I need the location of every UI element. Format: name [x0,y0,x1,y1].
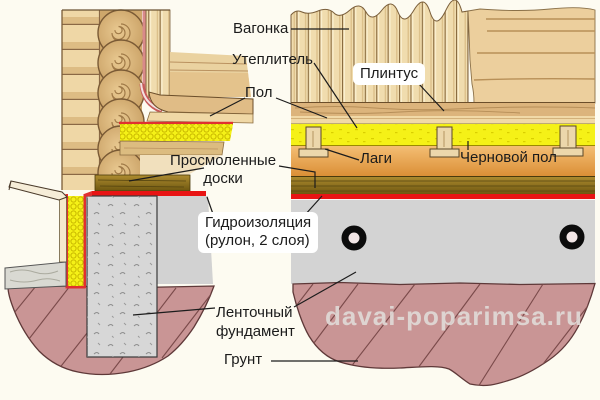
tarred-boards-right [291,176,595,194]
label-lentochny-fundament: Ленточный фундамент [216,303,295,341]
vent-hole-right [559,224,585,250]
floor-board-left [146,111,254,124]
floor-board-right [291,116,595,124]
interior-paneling-left [145,9,171,99]
plinth-left [148,91,254,115]
vent-hole-left [341,225,367,251]
vapor-barrier-strip [142,10,146,94]
label-lagi: Лаги [360,150,393,167]
outer-board [59,195,67,263]
outer-siding [62,10,99,190]
soil-right [292,281,596,387]
right-floor-group [291,102,596,201]
label-chernovoy-pol: Черновой пол [460,149,557,166]
callout-gidro-left [206,196,214,215]
blind-area-board [4,261,67,290]
callout-prosmolennye-right [278,165,316,188]
clapboard-wall-right [467,7,596,104]
right-wall-group [290,0,596,104]
label-plintus: Плинтус [353,63,426,85]
label-vagonka: Вагонка [233,20,289,37]
label-grunt: Грунт [224,351,263,368]
label-prosmolennye-doski: Просмоленные доски [159,152,287,188]
left-foundation-group [4,180,215,376]
label-uteplitel: Утеплитель [232,51,313,68]
strip-foundation-band [291,200,595,284]
drip-flashing [8,180,68,201]
waterproofing-left [92,191,206,196]
callout-lentochny-left [132,307,216,316]
interior-paneling-right [290,0,469,104]
label-gidroizolyatsiya-line1: Гидроизоляция [205,214,312,231]
watermark: davai-poparimsa.ru [325,301,583,331]
label-pol: Пол [245,84,273,101]
label-prosmolennye-line1: Просмоленные [169,152,277,169]
callout-prosmolennye-left [128,167,205,182]
label-lentochny-line1: Ленточный [216,304,293,321]
left-floor-group [92,52,254,196]
waterproofing-right [291,194,595,199]
log-wall [97,9,145,197]
callout-uteplitel [313,62,358,129]
label-lentochny-line2: фундамент [216,323,295,340]
label-gidroizolyatsiya: Гидроизоляция (рулон, 2 слоя) [198,212,319,253]
callout-lagi [324,148,360,161]
underfloor-void-left [140,155,222,175]
callout-plintus [418,83,445,112]
label-gidroizolyatsiya-line2: (рулон, 2 слоя) [205,232,310,249]
right-foundation-group [291,200,596,387]
callout-pol-left [209,97,246,117]
callout-lentochny-right [293,271,357,308]
label-prosmolennye-line2: доски [203,170,243,187]
callout-pol-right [275,97,328,119]
